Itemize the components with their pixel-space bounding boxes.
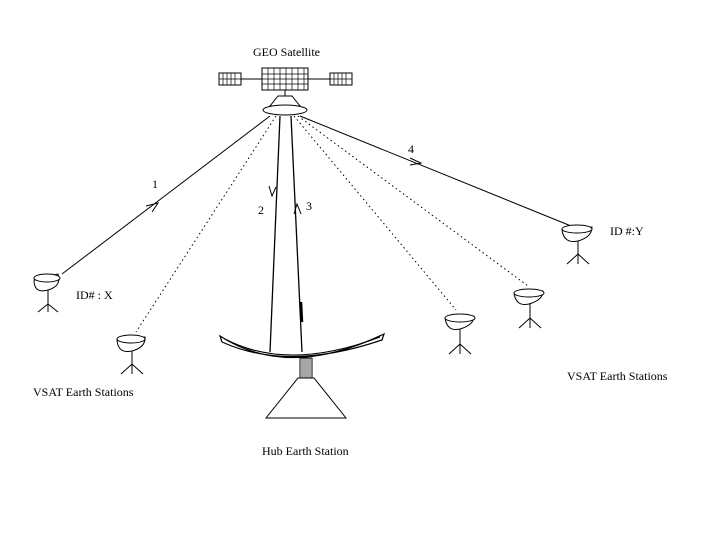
link-2-relay-down bbox=[268, 115, 281, 353]
link-label-4: 4 bbox=[408, 142, 414, 156]
vsat-dish-icon bbox=[561, 224, 593, 265]
vsat-label-left: VSAT Earth Stations bbox=[33, 385, 134, 399]
hub-dish-icon bbox=[218, 332, 386, 419]
link-label-3: 3 bbox=[306, 199, 312, 213]
satellite-label: GEO Satellite bbox=[253, 45, 320, 59]
station-x-id: ID# : X bbox=[76, 288, 113, 302]
link-label-2: 2 bbox=[258, 203, 264, 217]
vsat-label-right: VSAT Earth Stations bbox=[567, 369, 668, 383]
vsat-station-y bbox=[561, 224, 593, 265]
vsat-station-right-2 bbox=[513, 288, 545, 329]
vsat-dish-icon bbox=[513, 288, 545, 329]
vsat-dish-icon bbox=[444, 313, 476, 355]
satellite-icon bbox=[218, 67, 353, 116]
hub-label: Hub Earth Station bbox=[262, 444, 349, 458]
vsat-station-right-1 bbox=[444, 313, 476, 355]
broadcast-links bbox=[135, 115, 529, 333]
vsat-dish-icon bbox=[116, 334, 146, 375]
link-label-1: 1 bbox=[152, 177, 158, 191]
vsat-dish-icon bbox=[33, 273, 61, 313]
link-4-downlink bbox=[299, 115, 577, 229]
station-y-id: ID #:Y bbox=[610, 224, 644, 238]
link-1-uplink bbox=[61, 115, 271, 275]
vsat-station-left-2 bbox=[116, 334, 146, 375]
vsat-station-x bbox=[33, 273, 61, 313]
link-3-relay-up bbox=[290, 115, 304, 353]
